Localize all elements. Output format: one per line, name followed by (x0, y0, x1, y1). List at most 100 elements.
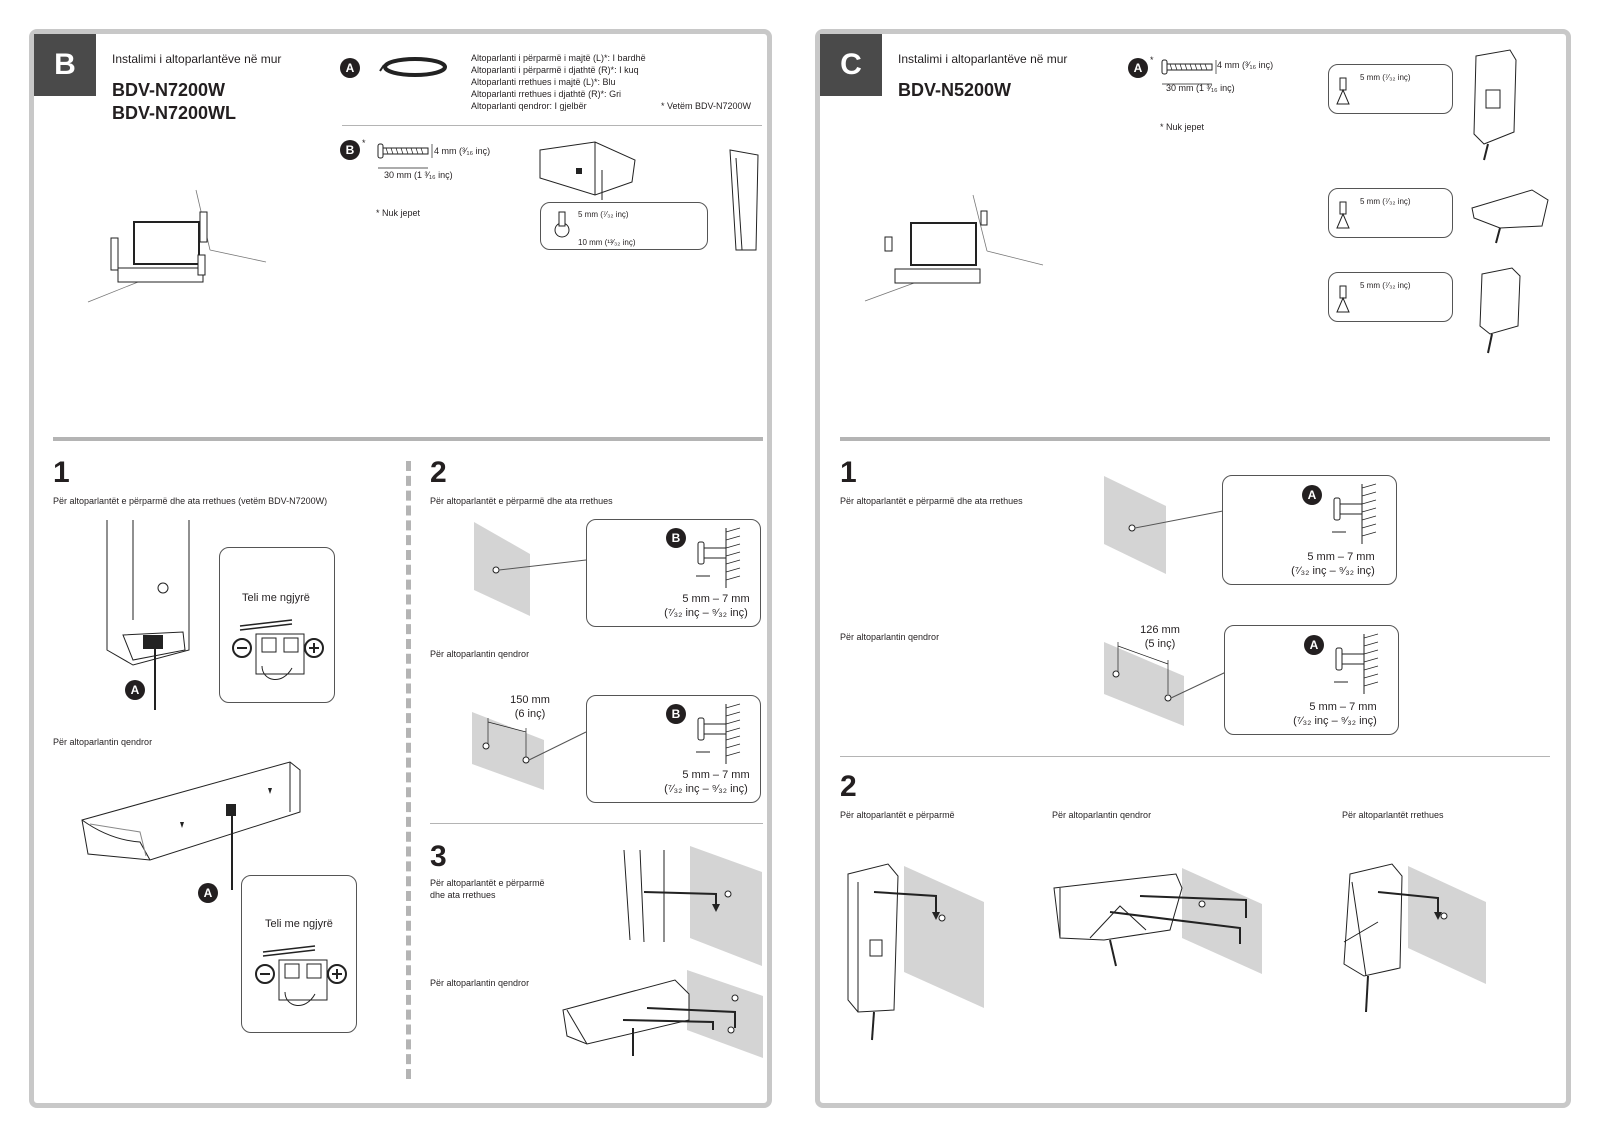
badge-a-c: A (1128, 58, 1148, 78)
screw-wall-gap-detail (696, 527, 741, 588)
room-illustration-b (87, 189, 267, 303)
c-step-1-caption: Për altoparlantët e përparmë dhe ata rre… (840, 496, 1023, 506)
front-speaker-hang-illustration (623, 846, 762, 966)
screw-icon-c (1161, 59, 1217, 85)
wall-two-holes-illustration (472, 712, 587, 790)
step-3-caption-2: dhe ata rrethues (430, 890, 496, 900)
not-supplied-note-c: * Nuk jepet (1160, 122, 1205, 132)
step-2-center-caption: Për altoparlantin qendror (430, 649, 530, 659)
divider-thick (53, 437, 763, 441)
panel-c-model: BDV-N5200W (898, 80, 1012, 100)
colored-wire-label-2: Teli me ngjyrë (265, 918, 333, 930)
item-a-line-4: Altoparlanti rrethues i djathtë (R)*: Gr… (471, 89, 622, 99)
c-step-2-number: 2 (840, 770, 857, 803)
badge-a-step1: A (125, 680, 145, 700)
c-badge-a-step1: A (1302, 485, 1322, 505)
item-a-line-1: Altoparlanti i përparmë i majtë (L)*: I … (471, 53, 646, 63)
screw-diameter-c: 4 mm (³⁄₁₆ inç) (1217, 60, 1274, 70)
front-speaker-side-illustration (729, 149, 759, 251)
panel-b-subtitle: Instalimi i altoparlantëve në mur (112, 52, 282, 66)
center-speaker-front-illustration (81, 761, 301, 890)
gap-size-2: 5 mm – 7 mm (682, 769, 750, 781)
c-front-speaker-hang-illustration (847, 863, 984, 1041)
center-speaker-back-c (1471, 189, 1549, 244)
step-3-caption-1: Për altoparlantët e përparmë (430, 878, 545, 888)
c-surround-speaker-hang-illustration (1343, 863, 1486, 1013)
c-step-1-number: 1 (840, 456, 857, 489)
keyhole-icon-c1 (1336, 77, 1350, 105)
screw-icon (377, 143, 433, 169)
item-a-line-2: Altoparlanti i përparmë i djathtë (R)*: … (471, 65, 639, 75)
not-supplied-note: * Nuk jepet (376, 208, 421, 218)
keyhole-callout-c3 (1328, 272, 1453, 322)
c-hole-spacing-inch: (5 inç) (1144, 638, 1176, 650)
keyhole-icon (554, 211, 570, 238)
colored-wire-label: Teli me ngjyrë (242, 592, 310, 604)
front-speaker-back-c (1473, 49, 1517, 161)
asterisk-c: * (1150, 55, 1154, 65)
divider (342, 125, 762, 126)
wall-screw-illustration (474, 522, 587, 616)
c-gap-size: 5 mm – 7 mm (1307, 551, 1375, 563)
keyhole-head-size: 5 mm (⁷⁄₃₂ inç) (578, 210, 629, 219)
step-1-center-caption: Për altoparlantin qendror (53, 737, 153, 747)
center-speaker-back-illustration (539, 141, 636, 200)
c-step-2-front-caption: Për altoparlantët e përparmë (840, 810, 955, 820)
divider-step3 (430, 823, 763, 824)
terminal-detail-2 (255, 945, 347, 1006)
gap-size-inch-2: (⁷⁄₃₂ inç – ⁹⁄₃₂ inç) (664, 783, 748, 795)
room-illustration-c (864, 194, 1044, 302)
c-hole-spacing: 126 mm (1140, 624, 1180, 636)
step-1-number: 1 (53, 456, 70, 489)
keyhole-callout-c2 (1328, 188, 1453, 238)
c-wall-screw-illustration (1104, 476, 1229, 574)
hole-spacing: 150 mm (510, 694, 550, 706)
front-speaker-terminal-illustration (106, 520, 190, 710)
panel-b-model-1: BDV-N7200W (112, 80, 226, 100)
c-gap-size-inch: (⁷⁄₃₂ inç – ⁹⁄₃₂ inç) (1291, 565, 1375, 577)
hole-spacing-inch: (6 inç) (514, 708, 546, 720)
panel-b-model-2: BDV-N7200WL (112, 103, 237, 123)
c-divider-step2 (840, 756, 1550, 757)
badge-b-center: B (666, 704, 686, 724)
c-step-2-surround-caption: Për altoparlantët rrethues (1342, 810, 1444, 820)
screw-diameter: 4 mm (³⁄₁₆ inç) (434, 146, 491, 156)
screw-length-c: 30 mm (1 ³⁄₁₆ inç) (1166, 83, 1235, 93)
c-step-1-center-caption: Për altoparlantin qendror (840, 632, 940, 642)
c-badge-a-center: A (1304, 635, 1324, 655)
gap-size-inch: (⁷⁄₃₂ inç – ⁹⁄₃₂ inç) (664, 607, 748, 619)
item-a-line-5: Altoparlanti qendror: I gjelbër (471, 101, 587, 111)
keyhole-icon-c2 (1336, 201, 1350, 229)
column-divider (406, 461, 411, 1079)
badge-b: B (340, 140, 360, 160)
panel-b-tab: B (34, 34, 96, 96)
step-3-center-caption: Për altoparlantin qendror (430, 978, 530, 988)
step-2-number: 2 (430, 456, 447, 489)
terminal-detail (232, 619, 324, 680)
c-gap-size-2: 5 mm – 7 mm (1309, 701, 1377, 713)
c-screw-wall-gap-detail (1332, 483, 1377, 544)
keyhole-callout-c1 (1328, 64, 1453, 114)
center-speaker-hang-illustration (562, 970, 763, 1058)
step-2-caption: Për altoparlantët e përparmë dhe ata rre… (430, 496, 613, 506)
keyhole-size-c1: 5 mm (⁷⁄₃₂ inç) (1360, 73, 1411, 82)
panel-c-subtitle: Instalimi i altoparlantëve në mur (898, 52, 1068, 66)
item-a-line-3: Altoparlanti rrethues i majtë (L)*: Blu (471, 77, 616, 87)
badge-b-step2: B (666, 528, 686, 548)
keyhole-size-c3: 5 mm (⁷⁄₃₂ inç) (1360, 281, 1411, 290)
screw-length: 30 mm (1 ³⁄₁₆ inç) (384, 170, 453, 180)
keyhole-length: 10 mm (¹³⁄₃₂ inç) (578, 238, 636, 247)
panel-c-tab: C (820, 34, 882, 96)
surround-speaker-back-c (1479, 267, 1521, 354)
screw-wall-gap-detail-2 (696, 703, 741, 764)
c-step-2-center-caption: Për altoparlantin qendror (1052, 810, 1152, 820)
c-gap-size-inch-2: (⁷⁄₃₂ inç – ⁹⁄₃₂ inç) (1293, 715, 1377, 727)
keyhole-size-c2: 5 mm (⁷⁄₃₂ inç) (1360, 197, 1411, 206)
badge-a: A (340, 58, 360, 78)
gap-size: 5 mm – 7 mm (682, 593, 750, 605)
c-screw-wall-gap-detail-2 (1334, 633, 1379, 694)
c-wall-two-holes-illustration (1104, 642, 1227, 726)
step-3-number: 3 (430, 840, 447, 873)
keyhole-icon-c3 (1336, 285, 1350, 313)
item-a-footnote: * Vetëm BDV-N7200W (661, 101, 752, 111)
